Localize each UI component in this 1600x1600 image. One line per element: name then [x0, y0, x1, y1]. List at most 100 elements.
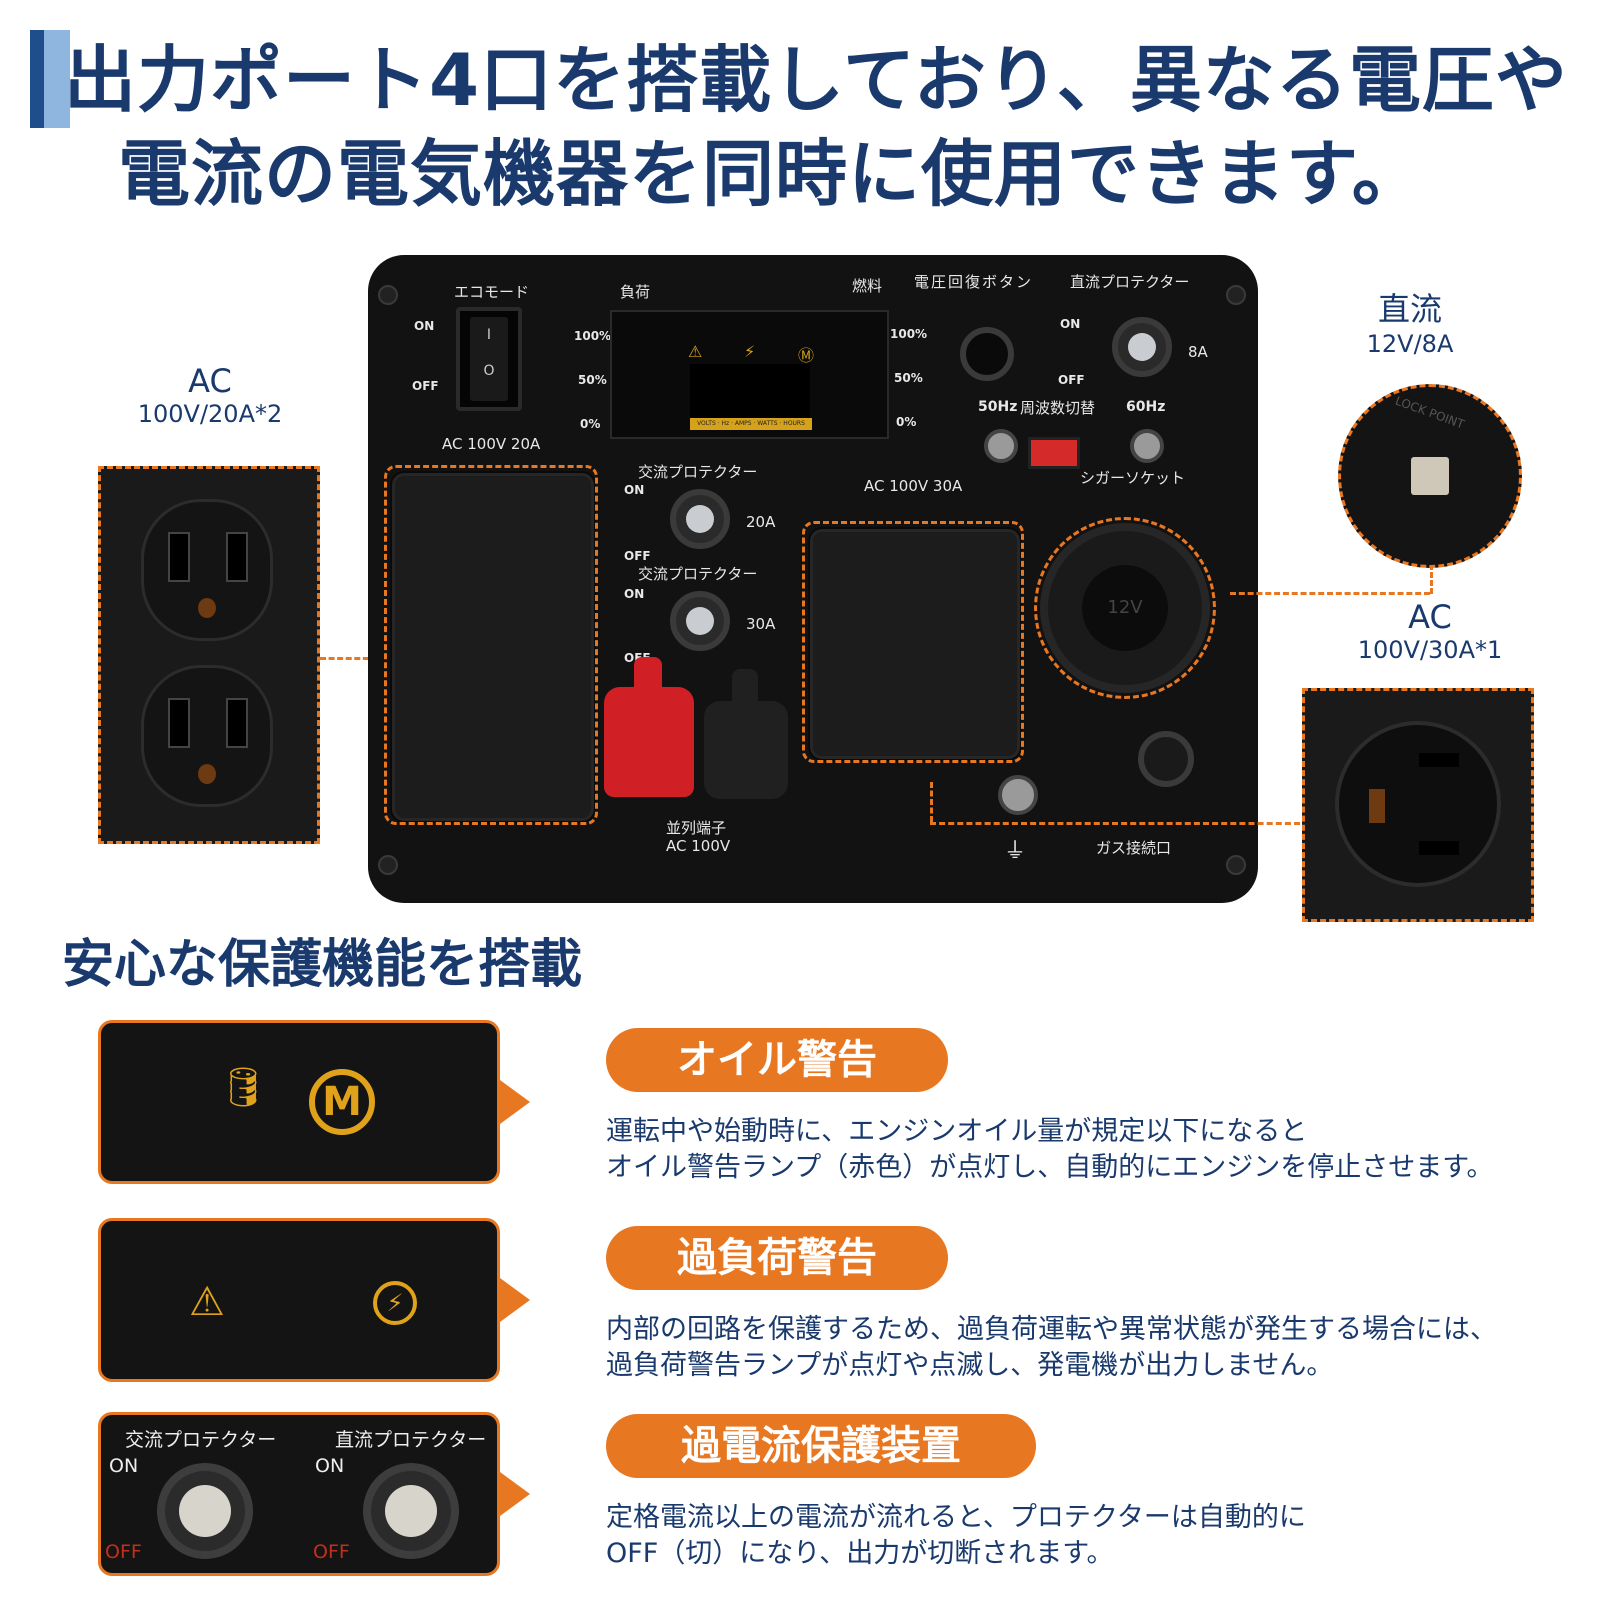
ac-protector-1-off: OFF — [624, 549, 651, 563]
ac-protector-label-2: 交流プロテクター — [638, 565, 758, 583]
eco-on-label: ON — [414, 319, 435, 333]
ac-left-title: AC — [188, 362, 232, 400]
ac-outlet-lower — [141, 665, 273, 807]
section-title: 安心な保護機能を搭載 — [62, 935, 583, 995]
ac-20a-outlet-photo — [98, 466, 320, 844]
ac-right-title: AC — [1408, 598, 1452, 636]
fuel-50-label: 50% — [894, 371, 923, 385]
overload-warning-desc-2: 過負荷警告ランプが点灯や点滅し、発電機が出力しません。 — [606, 1350, 1334, 1381]
pointer-arrow — [500, 1278, 530, 1322]
overload-warning-desc-1: 内部の回路を保護するため、過負荷運転や異常状態が発生する場合には、 — [606, 1314, 1497, 1345]
warning-icon: ⚠ — [688, 342, 703, 361]
oil-can-icon: 🛢 — [219, 1065, 268, 1109]
ac-protector-2-on: ON — [624, 587, 645, 601]
ac-protector-30a-button[interactable] — [670, 591, 730, 651]
parallel-terminal-label: 並列端子 — [666, 819, 727, 837]
hz50-label: 50Hz — [978, 399, 1018, 415]
oil-icon: Ⓜ — [798, 346, 815, 365]
display-strip-label: VOLTS · Hz · AMPS · WATTS · HOURS — [690, 418, 812, 430]
dc-socket-photo: LOCK POINT — [1338, 384, 1522, 568]
amp20-label: 20A — [746, 513, 776, 531]
ac-right-spec: 100V/30A*1 — [1357, 636, 1503, 664]
ac-protector-1-on: ON — [624, 483, 645, 497]
overload-warning-description: 内部の回路を保護するため、過負荷運転や異常状態が発生する場合には、 過負荷警告ラ… — [606, 1312, 1566, 1384]
overload-icon: ⚡ — [744, 342, 756, 361]
protector-dc-on: ON — [315, 1455, 345, 1477]
connector-line — [1430, 548, 1433, 594]
connector-line — [1230, 592, 1430, 595]
voltage-reset-button[interactable] — [960, 327, 1014, 381]
dc-protector-icon — [363, 1463, 459, 1559]
dc-protector-button[interactable] — [1112, 317, 1172, 377]
ac-30a-label: AC 100V 30A — [864, 477, 963, 495]
ac-right-callout: AC 100V/30A*1 — [1330, 598, 1530, 664]
ac-30a-outlet-photo — [1302, 688, 1534, 922]
protector-desc-1: 定格電流以上の電流が流れると、プロテクターは自動的に — [606, 1502, 1306, 1533]
load-100-label: 100% — [574, 329, 612, 343]
fuel-0-label: 0% — [896, 415, 917, 429]
ac-20a-outlet-cover[interactable] — [390, 471, 596, 823]
headline-line-1: 出力ポート4口を搭載しており、異なる電圧や — [64, 38, 1568, 122]
parallel-terminal-black[interactable] — [704, 669, 788, 799]
ac-outlet-upper — [141, 499, 273, 641]
ac-protector-label-1: 交流プロテクター — [638, 463, 758, 481]
lock-point-text: LOCK POINT — [1393, 393, 1467, 432]
gas-port-cap[interactable] — [1138, 731, 1194, 787]
oil-warning-image: 🛢 M — [98, 1020, 500, 1184]
parallel-voltage-label: AC 100V — [666, 837, 731, 855]
connector-line — [930, 782, 933, 822]
fuel-label: 燃料 — [852, 277, 883, 295]
dc-off-label: OFF — [1058, 373, 1085, 387]
parallel-terminal-red[interactable] — [604, 657, 694, 797]
headline-line-2: 電流の電気機器を同時に使用できます。 — [118, 132, 1425, 216]
ac-left-callout: AC 100V/20A*2 — [110, 362, 310, 428]
gas-port-label: ガス接続口 — [1096, 839, 1172, 857]
ac-20a-highlight — [384, 465, 598, 825]
protector-ac-off: OFF — [105, 1541, 142, 1563]
protector-desc-2: OFF（切）になり、出力が切断されます。 — [606, 1538, 1114, 1569]
overload-warning-title: 過負荷警告 — [606, 1226, 948, 1290]
oil-warning-desc-2: オイル警告ランプ（赤色）が点灯し、自動的にエンジンを停止させます。 — [606, 1152, 1494, 1183]
twist-lock-outlet — [1335, 721, 1501, 887]
protector-description: 定格電流以上の電流が流れると、プロテクターは自動的に OFF（切）になり、出力が… — [606, 1500, 1566, 1572]
ac-20a-label: AC 100V 20A — [442, 435, 541, 453]
headline-accent-bar-light — [44, 30, 70, 128]
dc-callout: 直流 12V/8A — [1310, 284, 1510, 358]
amp30-label: 30A — [746, 615, 776, 633]
oil-warning-title: オイル警告 — [606, 1028, 948, 1092]
dc-protector-label: 直流プロテクター — [1070, 273, 1190, 291]
eco-mode-label: エコモード — [454, 283, 530, 301]
oil-warning-icon: M — [309, 1069, 375, 1135]
connector-line — [930, 822, 1300, 825]
voltage-reset-label: 電圧回復ボタン — [914, 273, 1034, 291]
warning-triangle-icon: ⚠ — [189, 1279, 225, 1325]
cigar-socket-highlight — [1034, 517, 1216, 699]
ac-left-spec: 100V/20A*2 — [137, 400, 283, 428]
protector-ac-label: 交流プロテクター — [125, 1429, 277, 1451]
fuel-100-label: 100% — [890, 327, 928, 341]
overload-warning-image: ⚠ ⚡ — [98, 1218, 500, 1382]
protector-ac-on: ON — [109, 1455, 139, 1477]
oil-warning-description: 運転中や始動時に、エンジンオイル量が規定以下になると オイル警告ランプ（赤色）が… — [606, 1114, 1566, 1186]
ac-30a-outlet-cover[interactable] — [808, 527, 1022, 761]
load-0-label: 0% — [580, 417, 601, 431]
dc-title: 直流 — [1377, 290, 1442, 328]
ac-30a-highlight — [802, 521, 1024, 763]
dc-spec: 12V/8A — [1366, 330, 1454, 358]
ground-icon: ⏚ — [1004, 839, 1027, 864]
frequency-switch[interactable] — [1028, 437, 1080, 469]
pointer-arrow — [500, 1472, 530, 1516]
load-label: 負荷 — [620, 283, 651, 301]
connector-line — [320, 657, 386, 660]
pointer-arrow — [500, 1080, 530, 1124]
hz50-indicator — [984, 429, 1018, 463]
ground-terminal[interactable] — [998, 775, 1038, 815]
cigar-socket-label: シガーソケット — [1080, 469, 1186, 487]
headline-accent-bar — [30, 30, 44, 128]
ac-protector-20a-button[interactable] — [670, 489, 730, 549]
protector-image: 交流プロテクター 直流プロテクター ON OFF ON OFF — [98, 1412, 500, 1576]
protector-dc-label: 直流プロテクター — [335, 1429, 487, 1451]
ac-protector-icon — [157, 1463, 253, 1559]
